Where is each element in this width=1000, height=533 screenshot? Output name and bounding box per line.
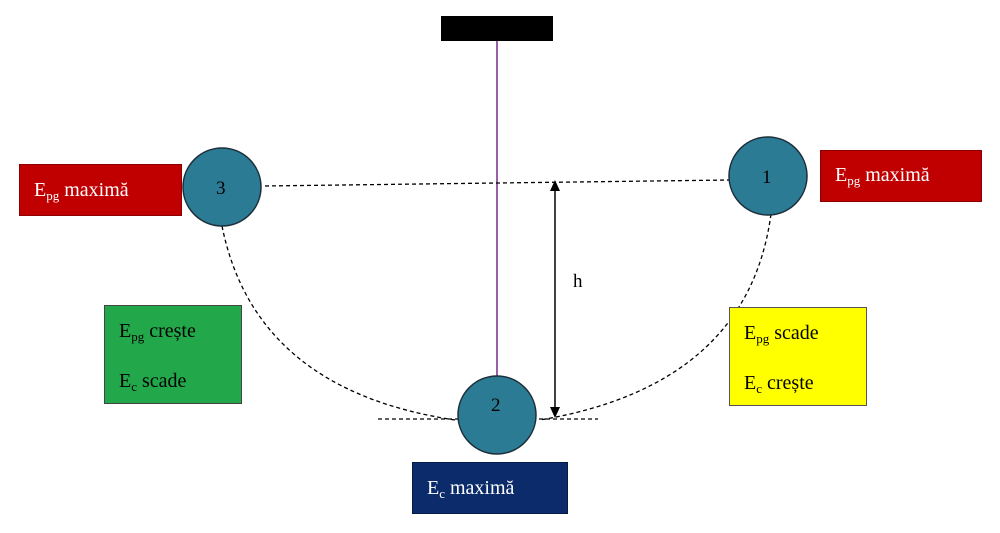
energy-change-box-right: Epg scade Ec crește bbox=[729, 307, 867, 406]
height-arrow-head-bottom bbox=[550, 407, 560, 418]
epg-max-right-text: Epg maximă bbox=[835, 164, 930, 188]
ec-max-text: Ec maximă bbox=[427, 477, 515, 501]
ceiling-mount bbox=[441, 16, 553, 41]
ball-3 bbox=[182, 147, 262, 227]
ball-1 bbox=[728, 136, 808, 216]
energy-change-box-left: Epg crește Ec scade bbox=[104, 305, 242, 404]
green-line-2: Ec scade bbox=[119, 370, 187, 394]
epg-max-box-left: Epg maximă bbox=[19, 164, 182, 216]
height-label: h bbox=[573, 271, 583, 292]
epg-max-box-right: Epg maximă bbox=[820, 150, 982, 202]
epg-max-left-text: Epg maximă bbox=[34, 179, 129, 203]
right-swing-arc bbox=[539, 213, 772, 421]
ball-2-number: 2 bbox=[491, 395, 501, 416]
ball-3-number: 3 bbox=[216, 178, 226, 199]
yellow-line-1: Epg scade bbox=[744, 322, 819, 346]
ec-max-box: Ec maximă bbox=[412, 462, 568, 514]
ball-2 bbox=[457, 375, 537, 455]
yellow-line-2: Ec crește bbox=[744, 372, 814, 396]
height-arrow-head-top bbox=[550, 180, 560, 191]
left-swing-arc bbox=[221, 225, 456, 421]
green-line-1: Epg crește bbox=[119, 320, 196, 344]
ball-1-number: 1 bbox=[762, 167, 772, 188]
top-height-dashed-line bbox=[264, 179, 731, 187]
